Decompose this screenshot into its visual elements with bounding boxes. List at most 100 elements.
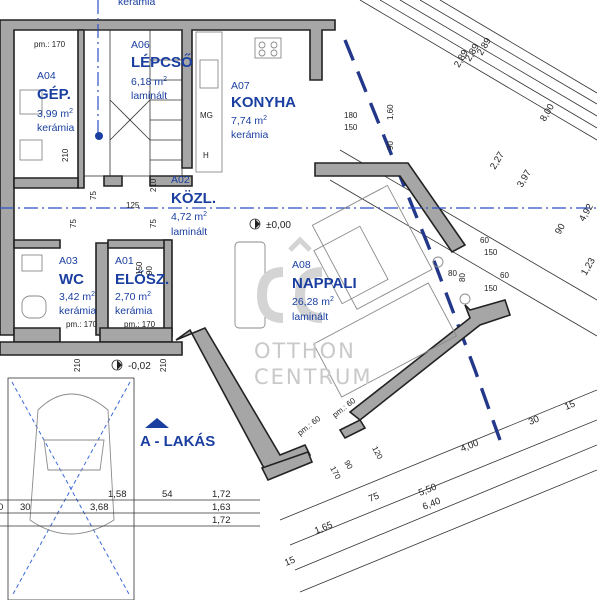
room-area: 7,74 m [231,115,263,127]
watermark-logo [256,236,323,323]
room-a08: A08 NAPPALI 26,28 m2 laminált [292,259,357,323]
room-name: LÉPCSŐ [131,53,193,71]
dim-text: 15 [563,399,577,413]
dim-text: 125 [126,201,140,210]
room-material: laminált [292,311,328,323]
dim-text: 180 [344,111,358,120]
level-main: ±0,00 [266,220,291,231]
dim-text: pm.: 60 [296,414,323,438]
dim-text: pm.: 170 [124,320,156,329]
dim-text: 30 [20,502,31,513]
dim-text: 1,63 [212,502,231,513]
room-area: 6,18 m [131,76,163,88]
dim-text: 210 [61,148,70,162]
dim-text: pm.: 170 [34,40,66,49]
dim-text: 30 [527,414,541,428]
dim-text: pm.: 170 [66,320,98,329]
room-material: laminált [171,226,207,238]
dim-text: 1,72 [212,489,231,500]
room-a07: A07 KONYHA 7,74 m2 kerámia [231,80,296,141]
dim-text: 150 [135,261,144,275]
dim-text: 1,23 [579,256,597,278]
bottom-dimensions: 3 0 30 1,58 54 1,72 3,68 1,63 1,72 [0,489,260,527]
room-area: 26,28 m [292,296,330,308]
room-code: A02 [171,174,190,186]
svg-text:26,28 m2: 26,28 m2 [292,296,334,308]
room-area: 3,42 m [59,291,91,303]
dim-text: 210 [159,358,168,372]
lower-right-dimensions: 15 30 4,00 5,50 6,40 75 1,65 15 [283,399,577,569]
room-name: KÖZL. [171,190,216,207]
carport [7,377,135,600]
room-code: A03 [59,255,78,267]
svg-text:3,42 m2: 3,42 m2 [59,291,95,303]
bathroom-fixtures [19,89,47,319]
svg-text:6,18 m2: 6,18 m2 [131,76,167,88]
room-material: kerámia [231,129,269,141]
dim-text: 54 [162,489,173,500]
dim-text: 150 [484,248,498,257]
room-a04: A04 GÉP. 3,99 m2 kerámia [37,70,75,134]
dim-text: 150 [344,123,358,132]
room-a02: A02 KÖZL. 4,72 m2 laminált [171,174,216,238]
room-code: A07 [231,80,250,92]
room-a06: A06 LÉPCSŐ 6,18 m2 laminált [131,39,193,102]
room-area: 3,99 m [37,108,69,120]
dim-text: 15 [283,555,297,569]
svg-text:3,99 m2: 3,99 m2 [37,108,73,120]
dim-text: pm.: 60 [331,396,358,420]
top-cut-label: kerámia [118,0,156,8]
dim-text: 75 [89,191,98,200]
svg-text:2,70 m2: 2,70 m2 [115,291,151,303]
level-entry: -0,02 [128,361,151,372]
room-area: 2,70 m [115,291,147,303]
dim-text: 170 [328,465,342,481]
dim-text: 0 [0,502,3,513]
dim-text: 1,60 [386,104,395,120]
room-code: A08 [292,259,311,271]
stair-marker-icon [95,132,103,140]
unit-arrow-icon [145,418,169,428]
dim-text: 90 [342,459,354,472]
room-name: GÉP. [37,86,71,103]
dim-text: 4,92 [577,202,596,224]
level-marker-entry [111,359,123,371]
room-material: laminált [131,90,167,102]
dim-text: 90 [386,141,395,150]
dim-text: 75 [69,219,78,228]
walls [0,19,512,482]
dim-text: 4,00 [459,438,480,455]
dim-text: 1,58 [108,489,127,500]
property-boundary-line [343,39,502,441]
room-code: A04 [37,70,56,82]
dim-text: 3,97 [515,168,534,190]
dim-text: 210 [149,178,158,192]
dim-text: 75 [149,219,158,228]
right-dimensions: 2,89 2,89 2,89 8,00 2,27 3,97 4,92 90 1,… [452,36,597,278]
room-name: WC [59,271,84,288]
dim-text: 80 [458,273,467,282]
level-marker-main [249,218,261,230]
svg-text:7,74 m2: 7,74 m2 [231,115,267,127]
room-a01: A01 ELŐSZ. 2,70 m2 kerámia [115,255,169,317]
svg-text:MG: MG [200,111,213,120]
svg-text:4,72 m2: 4,72 m2 [171,211,207,223]
dim-text: 210 [73,358,82,372]
room-material: kerámia [37,122,75,134]
room-name: NAPPALI [292,275,357,292]
dim-text: 120 [370,445,384,461]
watermark-line1: OTTHON [254,339,356,363]
room-code: A06 [131,39,150,51]
dim-text: 1,65 [313,520,334,537]
room-name: ELŐSZ. [115,270,169,288]
dim-text: 2,27 [488,150,507,172]
dim-text: 60 [500,271,509,280]
dim-text: 3,68 [90,502,109,513]
dim-text: 80 [448,269,457,278]
room-code: A01 [115,255,134,267]
kitchen-furniture: MG H [195,31,282,173]
room-material: kerámia [115,305,153,317]
svg-text:H: H [203,151,209,160]
dim-text: 1,72 [212,515,231,526]
